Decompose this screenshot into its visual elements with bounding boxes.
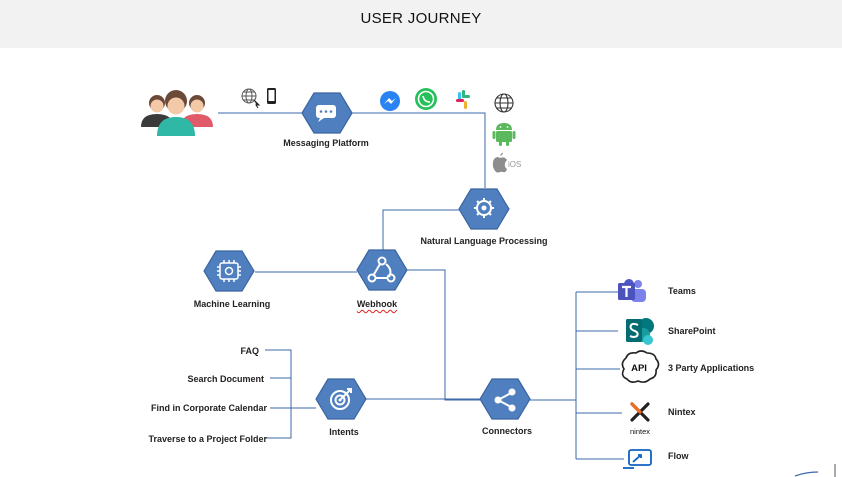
connection-lines: [218, 112, 624, 460]
intents-label: Intents: [329, 427, 359, 437]
line-nlp-to-webhook: [382, 209, 460, 252]
teams-icon: [618, 279, 646, 302]
webhook-icon: [367, 256, 396, 283]
api-icon-label: API: [631, 363, 647, 374]
line-messaging-to-nlp: [352, 112, 486, 188]
connectors-node: [479, 378, 531, 420]
connectors-label: Connectors: [481, 426, 533, 436]
whatsapp-icon: [415, 88, 437, 110]
ios-label: iOS: [508, 160, 522, 169]
intent-item-corporate-calendar: Find in Corporate Calendar: [150, 403, 267, 413]
slack-icon: [456, 90, 470, 109]
sharepoint-icon: [626, 318, 654, 345]
intent-item-faq: FAQ: [240, 346, 259, 356]
nintex-icon-label: nintex: [630, 427, 650, 436]
webhook-label: Webhook: [356, 299, 398, 309]
mobile-icon: [267, 88, 276, 104]
connector-item-nintex: Nintex: [668, 407, 696, 417]
messenger-icon: [380, 91, 400, 111]
target-icon: [330, 388, 352, 410]
apple-icon: [492, 152, 507, 173]
intents-node: [315, 378, 367, 420]
web-icon: [241, 88, 261, 109]
machine-learning-label: Machine Learning: [193, 299, 271, 309]
brain-gear-icon: [474, 198, 494, 218]
connector-item-sharepoint: SharePoint: [668, 326, 716, 336]
messaging-platform-label: Messaging Platform: [283, 138, 369, 148]
messaging-platform-node: [301, 92, 353, 134]
share-icon: [494, 388, 516, 412]
webhook-node: [356, 249, 408, 291]
machine-learning-node: [203, 250, 255, 292]
chip-icon: [217, 260, 241, 282]
connector-item-3-party-applications: 3 Party Applications: [668, 363, 755, 373]
nlp-label: Natural Language Processing: [420, 236, 548, 246]
connector-item-teams: Teams: [668, 286, 696, 296]
header-bar: USER JOURNEY: [0, 0, 842, 48]
line-webhook-to-connectors: [407, 269, 480, 401]
users-icon: [141, 90, 213, 136]
nlp-node: [458, 188, 510, 230]
flow-icon: [623, 449, 652, 469]
line-intents-branches: [270, 377, 316, 409]
corner-swoosh: [794, 471, 819, 477]
api-icon: API: [621, 350, 660, 383]
line-intents-bracket: [265, 349, 292, 439]
globe-icon: [494, 93, 514, 113]
page-title: USER JOURNEY: [360, 10, 482, 27]
connector-item-flow: Flow: [668, 451, 689, 461]
line-connectors-branches: [576, 291, 624, 460]
intent-item-project-folder: Traverse to a Project Folder: [148, 434, 267, 444]
nintex-icon: nintex: [630, 402, 650, 436]
android-icon: [492, 123, 516, 146]
intent-item-search-document: Search Document: [187, 374, 264, 384]
